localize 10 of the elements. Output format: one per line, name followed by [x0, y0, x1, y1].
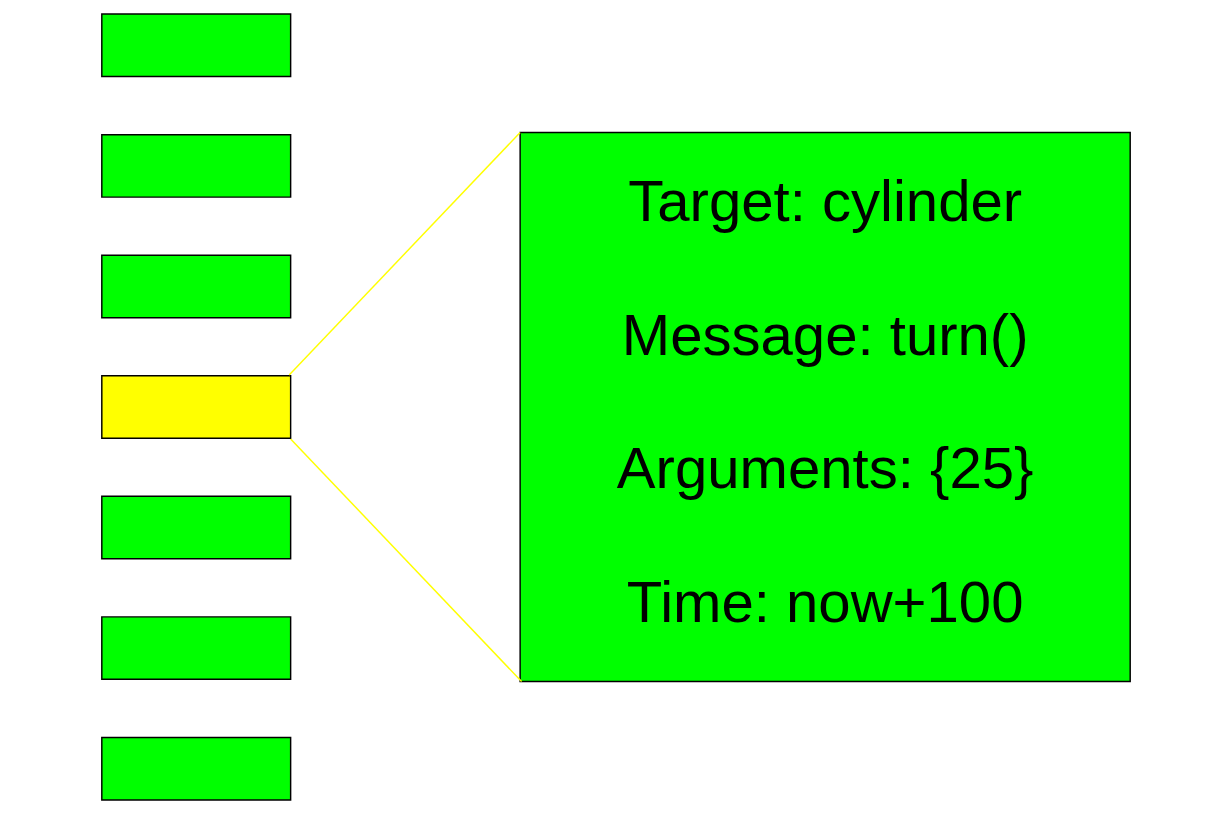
connector [289, 438, 522, 683]
node-box [100, 13, 291, 78]
node-box [100, 133, 291, 198]
node-box [100, 616, 291, 681]
node-box [100, 736, 291, 801]
node-box [100, 375, 291, 439]
node-box: Target: cylinder Message: turn() Arguments: {25} Time: now+100 [518, 131, 1131, 683]
node-box [100, 495, 291, 560]
node-box [100, 254, 291, 319]
connector [287, 131, 521, 376]
